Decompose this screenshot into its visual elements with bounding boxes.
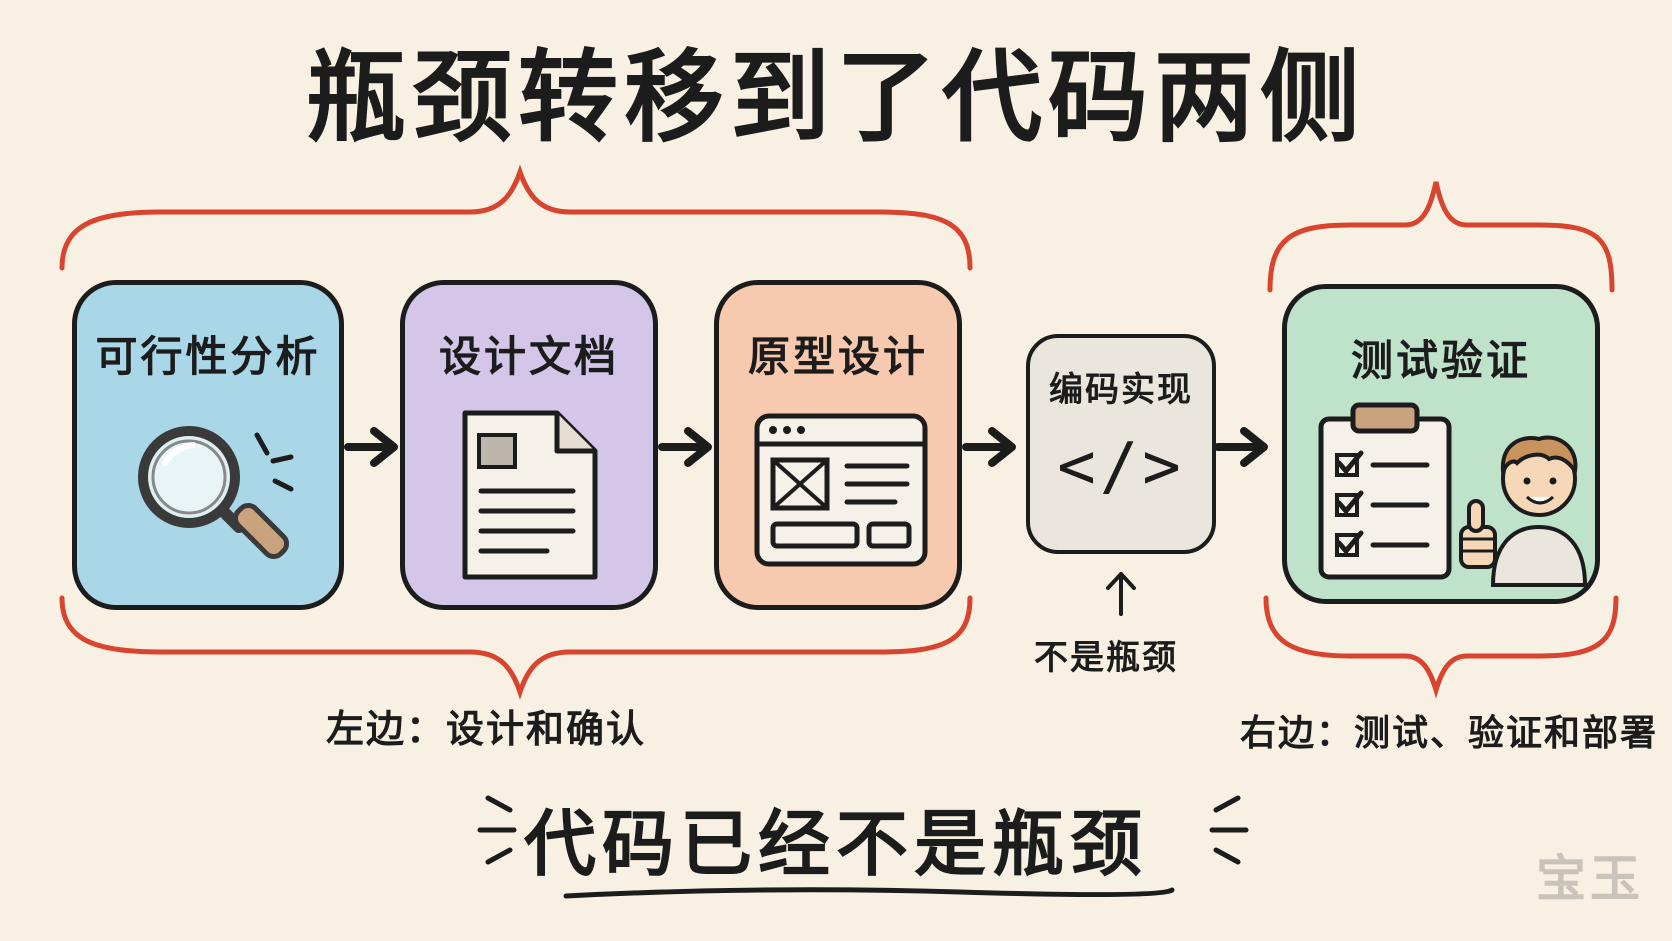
- wireframe-icon: [754, 413, 928, 567]
- step-coding-label: 编码实现: [1049, 370, 1193, 410]
- step-design-doc-box: 设计文档: [400, 280, 658, 610]
- arrow-right-icon: [344, 427, 398, 467]
- code-icon: </>: [1057, 430, 1185, 504]
- left-emphasis-marks: [477, 795, 517, 865]
- arrow-up-icon: [1106, 572, 1136, 616]
- magnifier-icon: [138, 426, 294, 560]
- step-coding-box: 编码实现 </>: [1026, 334, 1216, 554]
- arrow-right-icon: [1214, 427, 1268, 467]
- step-design-doc-label: 设计文档: [438, 332, 619, 381]
- right-caption: 右边：测试、验证和部署: [1240, 713, 1659, 754]
- right-emphasis-marks: [1209, 795, 1249, 865]
- page-title: 瓶颈转移到了代码两侧: [306, 39, 1366, 156]
- step-feasibility-box: 可行性分析: [72, 280, 344, 610]
- step-prototype-label: 原型设计: [747, 332, 928, 381]
- conclusion-text: 代码已经不是瓶颈: [523, 802, 1148, 886]
- checklist-icon: [1318, 402, 1452, 580]
- conclusion-underline: [563, 887, 1175, 899]
- watermark: 宝玉: [1536, 849, 1644, 908]
- not-bottleneck-note: 不是瓶颈: [1034, 638, 1178, 678]
- thumbs-up-person-icon: [1459, 435, 1588, 587]
- document-icon: [462, 410, 598, 580]
- step-prototype-box: 原型设计: [714, 280, 962, 610]
- left-caption: 左边：设计和确认: [326, 707, 647, 751]
- arrow-right-icon: [658, 427, 712, 467]
- step-testing-box: 测试验证: [1282, 284, 1600, 604]
- step-feasibility-label: 可行性分析: [95, 332, 321, 381]
- arrow-right-icon: [962, 427, 1016, 467]
- step-testing-label: 测试验证: [1350, 336, 1531, 385]
